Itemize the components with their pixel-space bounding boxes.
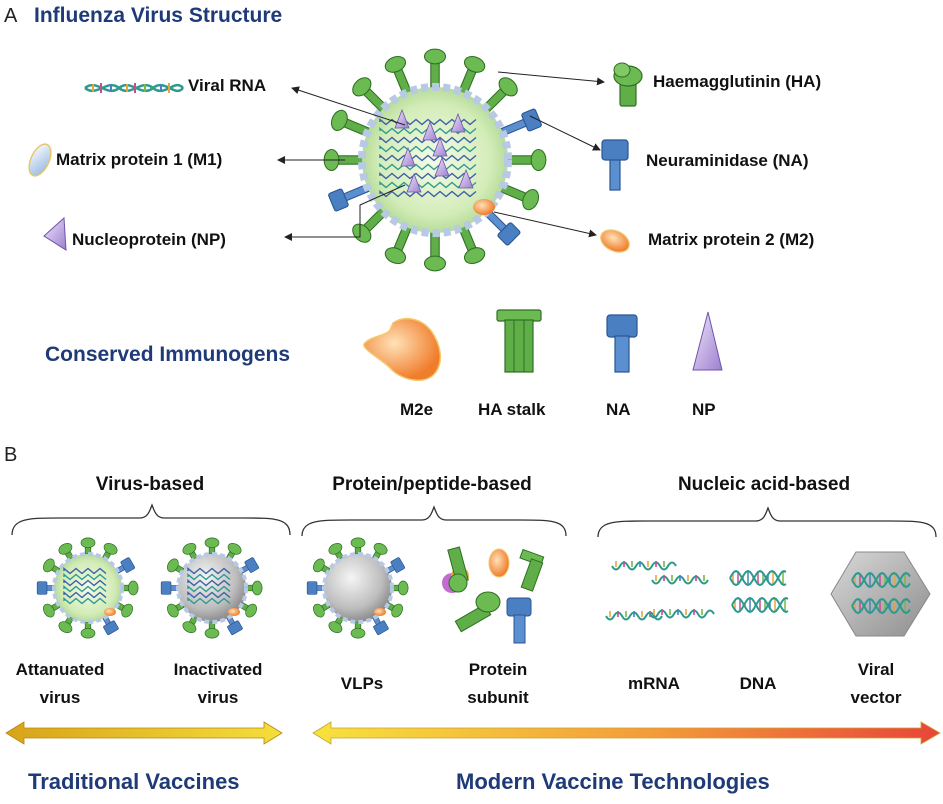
- mrna-icon: [605, 561, 715, 621]
- small-virions: [36, 537, 409, 639]
- panel-a-letter: A: [4, 5, 18, 27]
- haemagglutinin-icon: [613, 62, 643, 107]
- label-inactivated-line1: Inactivated: [174, 660, 263, 679]
- viral-rna-icon: [84, 83, 184, 93]
- label-np: Nucleoprotein (NP): [72, 230, 226, 249]
- conserved-immunogens-title: Conserved Immunogens: [45, 343, 290, 366]
- modern-vaccines-arrow: [312, 721, 941, 745]
- label-dna: DNA: [740, 674, 777, 693]
- label-mrna: mRNA: [628, 674, 680, 693]
- dna-icon: [729, 569, 789, 614]
- np-immunogen-icon: [692, 311, 723, 371]
- immunogen-label-ha-stalk: HA stalk: [478, 400, 546, 419]
- label-m1: Matrix protein 1 (M1): [56, 150, 222, 169]
- label-na: Neuraminidase (NA): [646, 151, 808, 170]
- neuraminidase-icon: [601, 139, 629, 191]
- traditional-vaccines-label: Traditional Vaccines: [28, 769, 240, 794]
- protein-subunit-icon: [442, 546, 545, 644]
- modern-vaccine-technologies-label: Modern Vaccine Technologies: [456, 769, 770, 794]
- traditional-vaccines-arrow: [5, 721, 283, 745]
- m2-channel-icon: [473, 199, 495, 215]
- category-nucleic-acid-based: Nucleic acid-based: [678, 474, 850, 495]
- na-immunogen-icon: [606, 314, 638, 373]
- nucleoprotein-icon: [43, 216, 67, 251]
- immunogen-label-np: NP: [692, 400, 716, 419]
- influenza-virion: [323, 48, 547, 272]
- ha-stalk-icon: [496, 309, 542, 373]
- label-ha: Haemagglutinin (HA): [653, 72, 821, 91]
- label-protein-subunit-line1: Protein: [469, 660, 528, 679]
- viral-vector-icon: [830, 551, 931, 637]
- label-m2: Matrix protein 2 (M2): [648, 230, 814, 249]
- label-viral-vector-line2: vector: [850, 688, 901, 707]
- panel-a-title: Influenza Virus Structure: [34, 4, 282, 27]
- category-virus-based: Virus-based: [96, 474, 204, 495]
- label-viral-rna: Viral RNA: [188, 76, 266, 95]
- panel-b-letter: B: [4, 444, 17, 466]
- matrix-protein-2-icon: [600, 229, 630, 253]
- leader-lines: [277, 71, 605, 241]
- immunogen-label-na: NA: [606, 400, 631, 419]
- label-viral-vector-line1: Viral: [858, 660, 895, 679]
- label-protein-subunit-line2: subunit: [467, 688, 529, 707]
- immunogen-label-m2e: M2e: [400, 400, 433, 419]
- label-inactivated-line2: virus: [198, 688, 239, 707]
- label-attenuated-line1: Attanuated: [16, 660, 105, 679]
- category-protein-based: Protein/peptide-based: [332, 474, 532, 495]
- label-attenuated-line2: virus: [40, 688, 81, 707]
- m2e-icon: [363, 317, 442, 381]
- label-vlps: VLPs: [341, 674, 384, 693]
- category-braces: [11, 503, 937, 538]
- matrix-protein-1-icon: [28, 143, 52, 177]
